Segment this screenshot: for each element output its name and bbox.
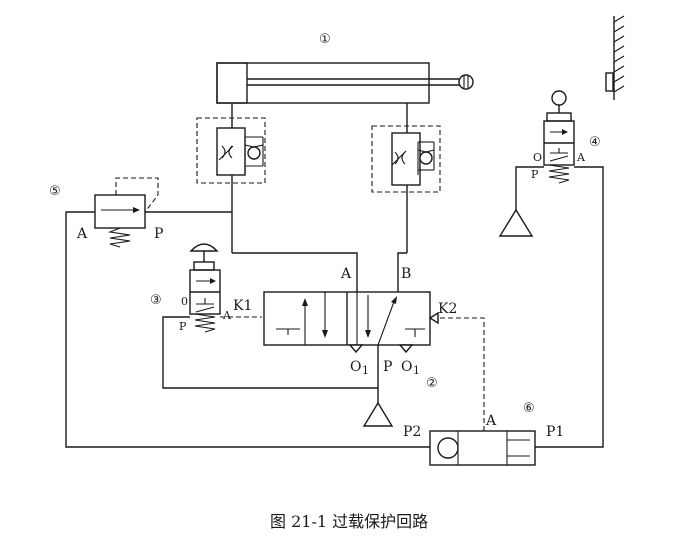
label-port-O1-left: O <box>350 359 361 375</box>
label-port-K1: K1 <box>233 298 252 314</box>
label-port-O1-right: O <box>401 359 412 375</box>
label-valve5-port-P: P <box>154 226 163 242</box>
wall-stop-icon <box>605 15 625 100</box>
air-source-main-icon <box>362 401 394 427</box>
label-valve4-port-O: O <box>533 151 542 164</box>
label-port-P1: P1 <box>546 424 564 440</box>
throttle-check-valve-left <box>196 117 266 184</box>
label-valve3-port-P: P <box>179 320 187 333</box>
throttle-check-valve-right <box>371 125 441 193</box>
label-port-O1-left-sub: 1 <box>362 364 369 377</box>
shuttle-valve <box>429 430 536 466</box>
label-component-6: ⑥ <box>523 401 535 416</box>
label-port-P2: P2 <box>403 424 421 440</box>
label-valve6-port-A: A <box>485 413 497 429</box>
cylinder <box>216 62 474 133</box>
roller-valve <box>543 90 575 184</box>
label-valve4-port-P: P <box>531 168 539 181</box>
label-valve3-port-A: A <box>222 309 232 322</box>
label-valve5-port-A: A <box>76 226 88 242</box>
label-component-1: ① <box>319 32 331 47</box>
air-source-valve4-icon <box>498 208 534 237</box>
label-port-B: B <box>401 266 411 282</box>
push-button-valve <box>189 243 221 333</box>
label-valve3-port-O: 0 <box>181 295 188 308</box>
label-component-3: ③ <box>150 293 162 308</box>
label-port-K2: K2 <box>438 301 457 317</box>
label-component-2: ② <box>426 376 438 391</box>
label-port-O1-right-sub: 1 <box>413 364 420 377</box>
rod-end-icon <box>458 74 474 90</box>
figure-caption: 图 21-1 过载保护回路 <box>270 512 428 531</box>
label-valve4-port-A: A <box>576 151 586 164</box>
label-port-P-main: P <box>383 359 392 375</box>
label-component-5: ⑤ <box>49 184 61 199</box>
label-component-4: ④ <box>589 135 601 150</box>
label-port-A: A <box>340 266 352 282</box>
main-directional-valve <box>263 291 439 354</box>
